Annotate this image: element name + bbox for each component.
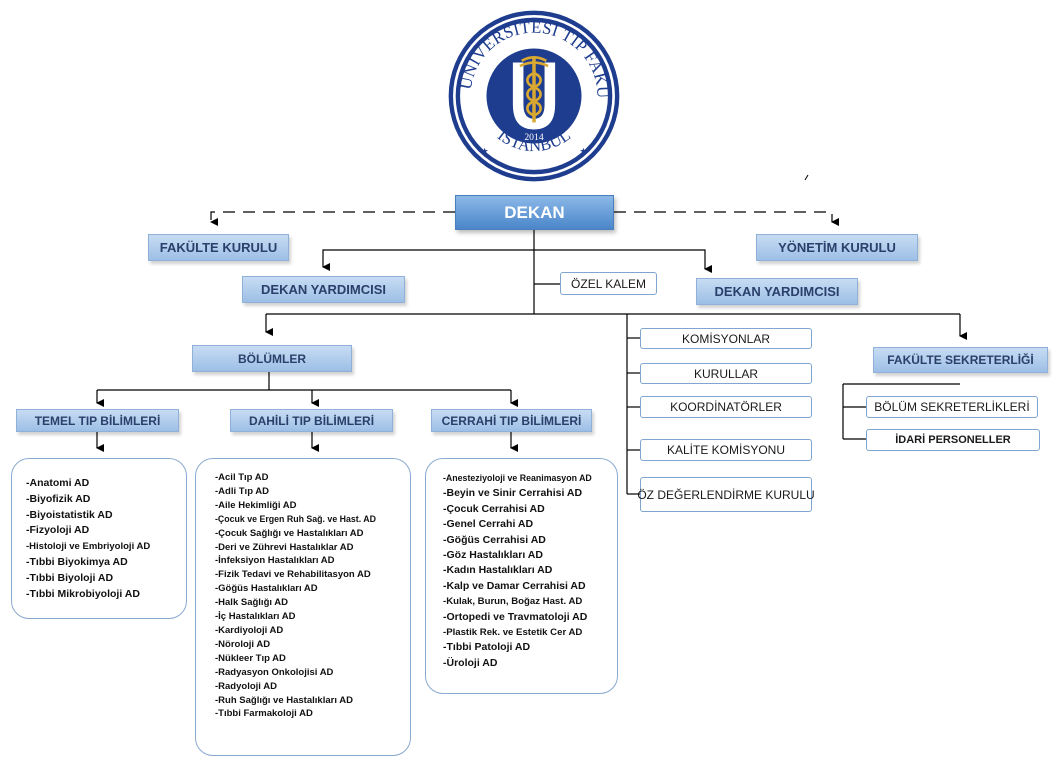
list-item: -Adli Tıp AD xyxy=(215,485,269,497)
list-item: -Çocuk Sağlığı ve Hastalıkları AD xyxy=(215,527,364,539)
bolumler-label: BÖLÜMLER xyxy=(238,351,306,366)
kurullar-label: KURULLAR xyxy=(693,366,759,381)
list-item: -Histoloji ve Embriyoloji AD xyxy=(26,541,151,553)
idari-personeller-label: İDARİ PERSONELLER xyxy=(895,434,1011,446)
list-item: -Nöroloji AD xyxy=(215,638,271,650)
list-item: -Göğüs Hastalıkları AD xyxy=(215,583,318,595)
list-item: -Nükleer Tıp AD xyxy=(215,652,286,664)
link-dekan-yardimcisi-right xyxy=(534,249,712,273)
list-item: -Biyoistatistik AD xyxy=(26,508,113,521)
list-item: -Fizik Tedavi ve Rehabilitasyon AD xyxy=(215,569,371,581)
komisyonlar-label: KOMİSYONLAR xyxy=(681,331,771,346)
kalite-komisyonu-box: KALİTE KOMİSYONU xyxy=(640,439,812,461)
list-item: -Genel Cerrahi AD xyxy=(443,518,534,531)
list-item: -Radyoloji AD xyxy=(215,680,277,692)
list-item: -İç Hastalıkları AD xyxy=(215,611,296,623)
list-item: -Anesteziyoloji ve Reanimasyon AD xyxy=(443,473,592,483)
oz-degerlendirme-label: ÖZ DEĞERLENDİRME KURULU xyxy=(637,487,815,502)
list-item: -Tıbbi Biyoloji AD xyxy=(26,571,114,584)
bolum-sekreterlikleri-label: BÖLÜM SEKRETERLİKLERİ xyxy=(874,400,1030,414)
cerrahi-title: CERRAHİ TIP BİLİMLERİ xyxy=(441,413,582,428)
list-item: -Plastik Rek. ve Estetik Cer AD xyxy=(443,627,583,639)
list-item: -Ortopedi ve Travmatoloji AD xyxy=(443,610,588,623)
ozel-kalem-label: ÖZEL KALEM xyxy=(571,276,646,291)
dashed-link-fakulte-kurulu xyxy=(210,211,455,226)
list-item: -Deri ve Zührevi Hastalıklar AD xyxy=(215,541,354,553)
dekan-yardimcisi-left-box: DEKAN YARDIMCISI xyxy=(242,276,405,303)
list-item: -İnfeksiyon Hastalıkları AD xyxy=(215,555,335,567)
list-item: -Acil Tıp AD xyxy=(215,472,269,483)
kalite-komisyonu-label: KALİTE KOMİSYONU xyxy=(666,443,786,457)
seal-star-left-icon: ★ xyxy=(481,146,489,156)
list-item: -Göz Hastalıkları AD xyxy=(443,549,543,562)
list-item: -Tıbbi Mikrobiyoloji AD xyxy=(26,587,140,600)
list-item: -Tıbbi Patoloji AD xyxy=(443,641,531,654)
caduceus-wings-icon xyxy=(519,55,549,68)
list-item: -Ruh Sağlığı ve Hastalıkları AD xyxy=(215,694,353,706)
bolum-sekreterlikleri-box: BÖLÜM SEKRETERLİKLERİ xyxy=(866,396,1038,418)
university-seal-logo: OKAN ÜNİVERSİTESİ TIP FAKÜLTESİ İSTANBUL… xyxy=(446,8,620,182)
cerrahi-list-box: -Anesteziyoloji ve Reanimasyon AD -Beyin… xyxy=(425,458,618,694)
oz-degerlendirme-box: ÖZ DEĞERLENDİRME KURULU xyxy=(637,477,815,512)
list-item: -Halk Sağlığı AD xyxy=(215,597,289,609)
temel-title: TEMEL TIP BİLİMLERİ xyxy=(34,413,161,428)
list-item: -Fizyoloji AD xyxy=(26,524,90,537)
fakulte-kurulu-box: FAKÜLTE KURULU xyxy=(148,234,289,261)
dekan-label: DEKAN xyxy=(504,202,565,222)
seal-star-right-icon: ★ xyxy=(579,146,587,156)
list-item: -Radyasyon Onkolojisi AD xyxy=(215,666,334,678)
yonetim-kurulu-label: YÖNETİM KURULU xyxy=(778,240,896,255)
temel-title-box: TEMEL TIP BİLİMLERİ xyxy=(16,409,179,432)
list-item: -Göğüs Cerrahisi AD xyxy=(443,533,546,546)
koordinatorler-box: KOORDİNATÖRLER xyxy=(640,396,812,418)
dekan-yardimcisi-right-label: DEKAN YARDIMCISI xyxy=(714,284,840,299)
link-dekan-yardimcisi-left xyxy=(322,249,534,271)
dahili-list-box: -Acil Tıp AD -Adli Tıp AD -Aile Hekimliğ… xyxy=(195,458,411,756)
ozel-kalem-box: ÖZEL KALEM xyxy=(560,272,657,295)
kurullar-box: KURULLAR xyxy=(640,363,812,384)
stray-mark xyxy=(804,174,809,181)
seal-letter-u xyxy=(512,62,556,130)
list-item: -Üroloji AD xyxy=(443,656,498,669)
idari-personeller-box: İDARİ PERSONELLER xyxy=(866,429,1040,451)
temel-list-box: -Anatomi AD -Biyofizik AD -Biyoistatisti… xyxy=(11,458,187,619)
yonetim-kurulu-box: YÖNETİM KURULU xyxy=(756,234,918,261)
bolumler-box: BÖLÜMLER xyxy=(192,345,352,372)
list-item: -Aile Hekimliği AD xyxy=(215,499,297,511)
komisyonlar-box: KOMİSYONLAR xyxy=(640,328,812,349)
list-item: -Kalp ve Damar Cerrahisi AD xyxy=(443,579,586,592)
fakulte-sekreterligi-label: FAKÜLTE SEKRETERLİĞİ xyxy=(887,353,1034,367)
dahili-title-box: DAHİLİ TIP BİLİMLERİ xyxy=(230,409,393,432)
dekan-box: DEKAN xyxy=(455,195,614,230)
cerrahi-title-box: CERRAHİ TIP BİLİMLERİ xyxy=(431,409,592,432)
list-item: -Kardiyoloji AD xyxy=(215,624,284,636)
dahili-title: DAHİLİ TIP BİLİMLERİ xyxy=(248,413,375,428)
dashed-link-yonetim-kurulu xyxy=(614,211,839,226)
list-item: -Anatomi AD xyxy=(26,477,90,489)
fakulte-sekreterligi-box: FAKÜLTE SEKRETERLİĞİ xyxy=(873,347,1048,373)
seal-year: 2014 xyxy=(524,132,544,143)
list-item: -Kadın Hastalıkları AD xyxy=(443,564,553,577)
list-item: -Tıbbi Farmakoloji AD xyxy=(215,708,313,720)
list-item: -Çocuk Cerrahisi AD xyxy=(443,502,545,515)
list-item: -Kulak, Burun, Boğaz Hast. AD xyxy=(443,596,583,608)
list-item: -Beyin ve Sinir Cerrahisi AD xyxy=(443,487,583,500)
dekan-yardimcisi-right-box: DEKAN YARDIMCISI xyxy=(696,278,858,305)
caduceus-snake-icon xyxy=(526,71,542,117)
list-item: -Tıbbi Biyokimya AD xyxy=(26,555,128,568)
koordinatorler-label: KOORDİNATÖRLER xyxy=(670,400,782,414)
list-item: -Çocuk ve Ergen Ruh Sağ. ve Hast. AD xyxy=(215,513,376,524)
list-item: -Biyofizik AD xyxy=(26,492,91,505)
dekan-yardimcisi-left-label: DEKAN YARDIMCISI xyxy=(261,282,386,297)
fakulte-kurulu-label: FAKÜLTE KURULU xyxy=(159,240,278,255)
